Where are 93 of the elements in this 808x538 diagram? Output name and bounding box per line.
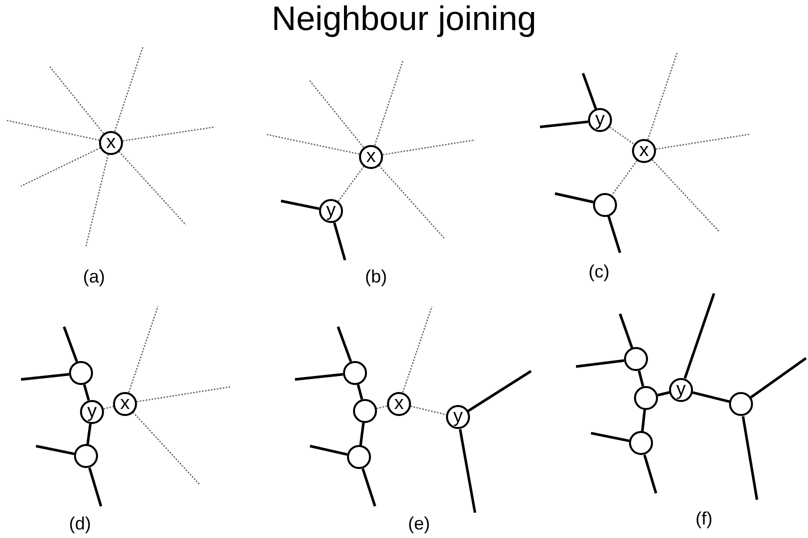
dotted-branch-line	[103, 406, 114, 410]
dotted-branch-line	[378, 165, 444, 238]
node-circle	[343, 361, 367, 385]
node-circle	[593, 192, 617, 217]
dotted-branch-line	[50, 66, 104, 134]
branch-line	[356, 384, 364, 400]
branch-line	[333, 222, 346, 260]
node-label: x	[639, 141, 649, 161]
dotted-branch-line	[338, 166, 364, 202]
panel-label: (c)	[588, 262, 610, 283]
node-circle	[69, 361, 93, 385]
node-circle	[634, 386, 658, 410]
labelled-node-circle	[359, 144, 383, 169]
branch-line	[83, 384, 90, 401]
dotted-branch-line	[376, 405, 388, 409]
branch-line	[554, 192, 594, 204]
node-label: y	[326, 201, 336, 222]
node-circle	[353, 398, 377, 423]
labelled-node-circle	[632, 139, 656, 163]
dotted-branch-line	[136, 386, 230, 402]
branch-line	[641, 410, 646, 432]
dotted-branch-line	[118, 151, 186, 226]
node-label: y	[453, 407, 463, 428]
node-circle	[624, 347, 648, 372]
labelled-node-circle	[387, 392, 411, 416]
node-circle	[629, 431, 653, 456]
dotted-branch-line	[6, 120, 100, 141]
branch-line	[294, 373, 344, 381]
panel-label: (e)	[408, 513, 430, 534]
branch-line	[540, 120, 588, 128]
node-label: x	[394, 394, 404, 414]
node-label: y	[676, 380, 686, 400]
dotted-branch-line	[612, 160, 638, 196]
panel-label: (f)	[696, 508, 712, 530]
branch-line	[590, 432, 630, 442]
branch-line	[750, 357, 807, 399]
branch-line	[742, 416, 758, 500]
branch-line	[643, 454, 658, 494]
dotted-branch-line	[114, 46, 144, 132]
branch-line	[20, 373, 70, 381]
dotted-branch-line	[382, 139, 476, 156]
dotted-branch-line	[647, 52, 678, 140]
branch-line	[576, 359, 624, 368]
dotted-branch-line	[374, 60, 404, 146]
dotted-branch-line	[20, 147, 100, 187]
diagram-title: Neighbour joining	[272, 0, 536, 38]
branch-line	[336, 326, 352, 362]
dotted-branch-line	[128, 306, 159, 392]
dotted-branch-line	[410, 406, 446, 416]
branch-line	[361, 468, 376, 507]
labelled-node-circle	[588, 108, 612, 132]
node-label: y	[87, 402, 97, 422]
dotted-branch-line	[266, 134, 360, 155]
branch-line	[458, 428, 476, 513]
branch-line	[86, 424, 92, 445]
node-label: x	[366, 146, 376, 167]
branch-line	[684, 293, 716, 379]
dotted-branch-line	[656, 134, 750, 150]
node-label: y	[595, 110, 605, 130]
labelled-node-circle	[669, 378, 693, 402]
labelled-node-circle	[113, 392, 137, 416]
dotted-branch-line	[652, 159, 720, 232]
dotted-branch-line	[132, 412, 200, 486]
branch-line	[359, 422, 365, 446]
branch-line	[657, 391, 670, 396]
dotted-branch-line	[610, 126, 634, 145]
panel-label: (a)	[83, 266, 105, 288]
labelled-node-circle	[80, 400, 104, 424]
panel-label: (b)	[365, 266, 387, 288]
branch-line	[88, 467, 102, 507]
panel-label: (d)	[69, 513, 91, 534]
dotted-branch-line	[122, 126, 216, 142]
dotted-branch-line	[85, 154, 109, 246]
branch-line	[692, 391, 730, 403]
branch-line	[310, 444, 348, 456]
labelled-node-circle	[99, 130, 123, 155]
branch-line	[638, 370, 644, 387]
node-circle	[729, 392, 753, 416]
node-circle	[74, 444, 98, 468]
labelled-node-circle	[446, 405, 470, 430]
branch-line	[36, 444, 74, 456]
branch-line	[582, 72, 598, 110]
branch-line	[280, 200, 320, 210]
branch-line	[62, 326, 78, 362]
branch-line	[467, 370, 532, 412]
labelled-node-circle	[319, 199, 343, 224]
node-label: x	[106, 132, 116, 153]
node-circle	[347, 445, 371, 470]
node-label: x	[120, 394, 130, 414]
branch-line	[607, 216, 622, 254]
branch-line	[618, 313, 634, 348]
dotted-branch-line	[402, 306, 433, 392]
dotted-branch-line	[308, 79, 364, 148]
